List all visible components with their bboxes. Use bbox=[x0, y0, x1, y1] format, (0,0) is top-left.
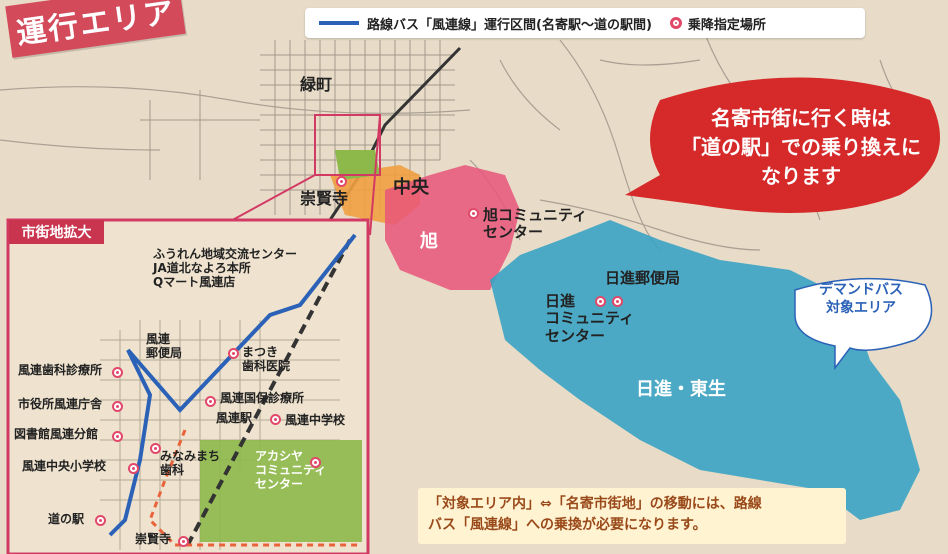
stop-marker-icon bbox=[205, 396, 216, 407]
label-nisshin-tosei: 日進・東生 bbox=[636, 379, 726, 400]
transfer-callout: 名寄市街に行く時は 「道の駅」での乗り換えに なります bbox=[645, 72, 945, 222]
label-kokuho: 風連国保診療所 bbox=[220, 391, 305, 405]
label-michinoeki: 道の駅 bbox=[48, 512, 85, 526]
stop-marker-icon bbox=[270, 414, 281, 425]
stop-marker-icon bbox=[468, 208, 479, 219]
label-library: 図書館風連分館 bbox=[14, 427, 99, 441]
stop-marker-icon bbox=[310, 457, 321, 468]
label-asahi: 旭 bbox=[420, 231, 438, 252]
label-midorimachi: 緑町 bbox=[300, 75, 333, 94]
legend-bar: 路線バス「風連線」運行区間(名寄駅～道の駅間) 乗降指定場所 bbox=[305, 8, 865, 38]
stop-marker-icon bbox=[595, 296, 606, 307]
label-elementary: 風連中央小学校 bbox=[22, 459, 107, 473]
inset-header: 市街地拡大 bbox=[9, 220, 104, 244]
route-line-icon bbox=[319, 21, 359, 25]
stop-marker-icon bbox=[112, 431, 123, 442]
stop-marker-icon bbox=[669, 17, 682, 29]
legend-stop-label: 乗降指定場所 bbox=[687, 17, 766, 33]
label-sukenji-inset: 崇賢寺 bbox=[135, 532, 172, 546]
stop-marker-icon bbox=[336, 176, 347, 187]
transfer-note: 「対象エリア内」⇔「名寄市街地」の移動には、路線 バス「風連線」への乗換が必要に… bbox=[418, 488, 846, 544]
label-matsuki: まつき 歯科医院 bbox=[242, 345, 291, 373]
label-nisshin-post: 日進郵便局 bbox=[605, 269, 681, 287]
label-city-office: 市役所風連庁舎 bbox=[18, 397, 103, 411]
stop-marker-icon bbox=[95, 515, 106, 526]
stop-marker-icon bbox=[612, 296, 623, 307]
demand-bus-callout-text: デマンドバス 対象エリア bbox=[819, 282, 903, 316]
label-akashiya: アカシヤ コミュニティ センター bbox=[255, 449, 327, 491]
stop-marker-icon bbox=[112, 401, 123, 412]
label-nisshin-center: 日進 コミュニティ センター bbox=[545, 292, 635, 345]
label-minami: みなみまち 歯科 bbox=[160, 449, 221, 477]
stop-marker-icon bbox=[128, 463, 139, 474]
legend-route-label: 路線バス「風連線」運行区間(名寄駅～道の駅間) bbox=[367, 17, 652, 33]
label-sukenji: 崇賢寺 bbox=[300, 189, 349, 208]
stop-marker-icon bbox=[228, 348, 239, 359]
stop-marker-icon bbox=[112, 367, 123, 378]
demand-bus-callout: デマンドバス 対象エリア bbox=[790, 270, 930, 358]
label-asahi-center: 旭コミュニティ センター bbox=[483, 206, 588, 242]
label-furen-post: 風連 郵便局 bbox=[146, 332, 183, 360]
label-chuo: 中央 bbox=[393, 177, 429, 198]
label-junior-high: 風連中学校 bbox=[285, 413, 346, 427]
label-furen-center: ふうれん地域交流センター JA道北なよろ本所 Qマート風連店 bbox=[153, 247, 298, 289]
stop-marker-icon bbox=[178, 536, 189, 547]
label-dental: 風連歯科診療所 bbox=[18, 363, 103, 377]
label-station: 風連駅 bbox=[216, 411, 253, 425]
stop-marker-icon bbox=[150, 443, 161, 454]
transfer-callout-text: 名寄市街に行く時は 「道の駅」での乗り換えに なります bbox=[681, 106, 921, 188]
